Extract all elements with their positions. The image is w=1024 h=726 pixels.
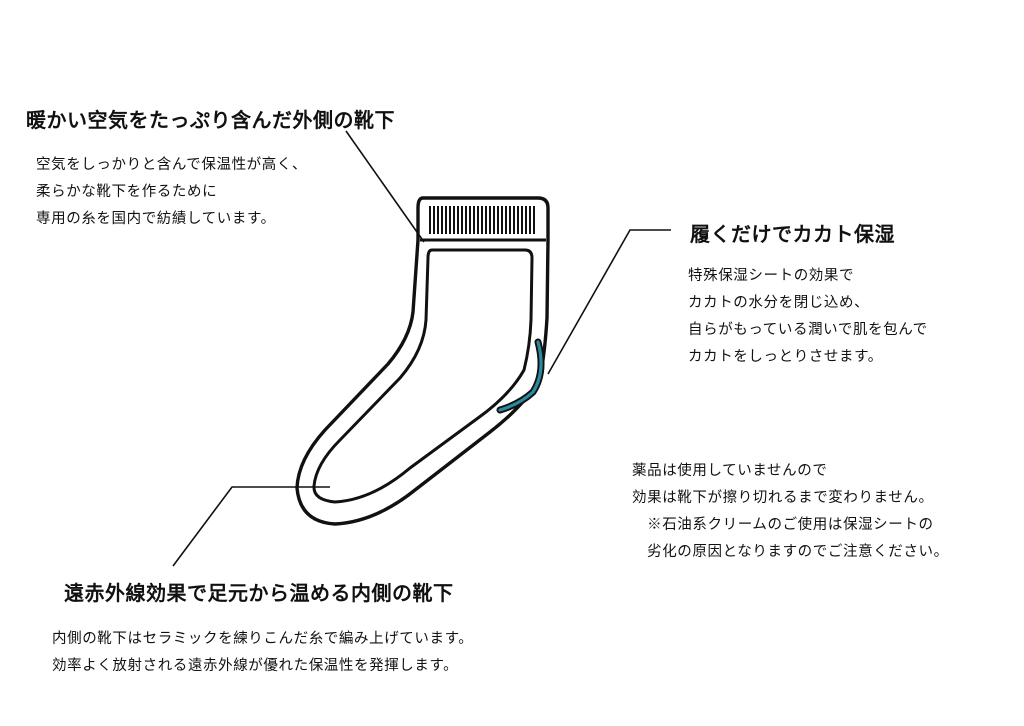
inner-sock-description: 内側の靴下はセラミックを練りこんだ糸で編み上げています。 効率よく放射される遠赤… xyxy=(52,626,473,680)
leader-moisture xyxy=(547,229,671,375)
outer-sock-line: 柔らかな靴下を作るために xyxy=(36,184,218,200)
leader-inner-sock xyxy=(172,486,330,567)
outer-sock-line: 専用の糸を国内で紡績しています。 xyxy=(36,211,276,227)
heel-sheet-color xyxy=(498,340,543,412)
inner-sock-line: 効率よく放射される遠赤外線が優れた保温性を発揮します。 xyxy=(52,658,459,674)
sock-inner-outline xyxy=(312,248,534,504)
moisture-line: カカトの水分を閉じ込め、 xyxy=(688,295,870,311)
notice-line: 劣化の原因となりますのでご注意ください。 xyxy=(632,544,949,560)
moisture-heading: 履くだけでカカト保湿 xyxy=(690,222,895,246)
moisture-line: 自らがもっている潤いで肌を包んで xyxy=(688,322,928,338)
cuff-ribs xyxy=(429,206,535,234)
leader-outer-sock xyxy=(345,130,425,243)
outer-sock-heading: 暖かい空気をたっぷり含んだ外側の靴下 xyxy=(26,108,395,132)
inner-sock-heading: 遠赤外線効果で足元から温める内側の靴下 xyxy=(64,581,454,605)
notice-line: 効果は靴下が擦り切れるまで変わりません。 xyxy=(632,490,934,506)
moisture-line: 特殊保湿シートの効果で xyxy=(688,268,855,284)
notice-line: ※石油系クリームのご使用は保湿シートの xyxy=(632,517,934,533)
moisture-description: 特殊保湿シートの効果で カカトの水分を閉じ込め、 自らがもっている潤いで肌を包ん… xyxy=(688,263,928,371)
sock-outer-outline xyxy=(295,196,550,526)
outer-sock-line: 空気をしっかりと含んで保温性が高く、 xyxy=(36,157,308,173)
notice-line: 薬品は使用していませんので xyxy=(632,463,828,479)
notice-text: 薬品は使用していませんので 効果は靴下が擦り切れるまで変わりません。 ※石油系ク… xyxy=(632,458,949,566)
outer-sock-description: 空気をしっかりと含んで保温性が高く、 柔らかな靴下を作るために 専用の糸を国内で… xyxy=(36,152,307,233)
moisture-line: カカトをしっとりさせます。 xyxy=(688,349,883,365)
inner-sock-line: 内側の靴下はセラミックを練りこんだ糸で編み上げています。 xyxy=(52,631,474,647)
